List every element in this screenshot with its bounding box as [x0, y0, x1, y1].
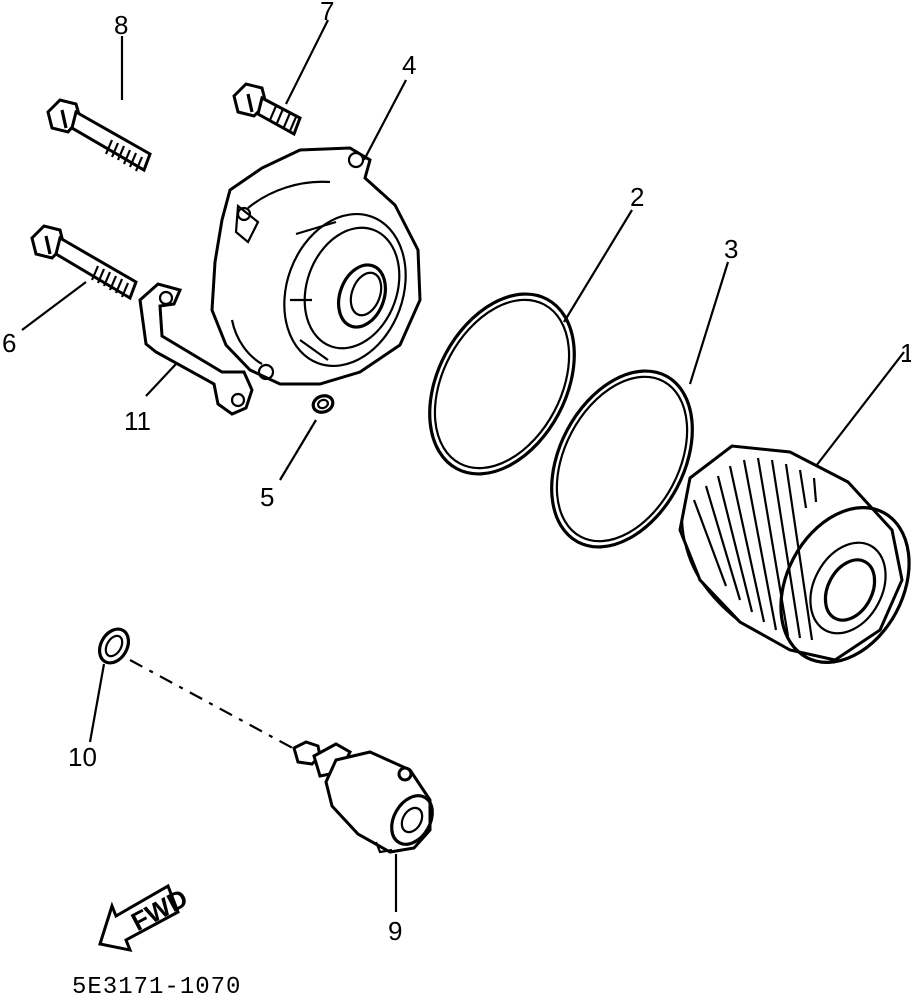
part-7-bolt [232, 82, 302, 137]
drawing-code: 5E3171-1070 [72, 974, 241, 997]
part-9-valve [292, 740, 434, 854]
assembly-line-10-9 [129, 659, 301, 753]
callout-10: 10 [68, 742, 97, 772]
callout-5: 5 [260, 482, 274, 512]
part-5-washer [311, 394, 335, 414]
callout-6: 6 [2, 328, 16, 358]
part-4-filter-cover [210, 146, 422, 386]
part-1-oil-filter [678, 444, 911, 664]
callout-labels: 8 7 4 2 3 1 6 11 5 10 9 [2, 0, 911, 946]
callout-9: 9 [388, 916, 402, 946]
callout-1: 1 [900, 338, 911, 368]
callout-2: 2 [630, 182, 644, 212]
part-6-bolt [30, 224, 138, 301]
callout-11: 11 [124, 406, 151, 436]
callout-7: 7 [320, 0, 334, 26]
leader-lines [21, 19, 905, 912]
callout-8: 8 [114, 10, 128, 40]
part-11-bracket [138, 282, 254, 416]
callout-3: 3 [724, 234, 738, 264]
part-3-o-ring [550, 369, 694, 549]
part-8-bolt [46, 98, 152, 173]
part-2-o-ring [428, 292, 576, 476]
part-10-washer [97, 627, 131, 665]
fwd-arrow[interactable]: FWD [98, 883, 192, 953]
callout-4: 4 [402, 50, 416, 80]
